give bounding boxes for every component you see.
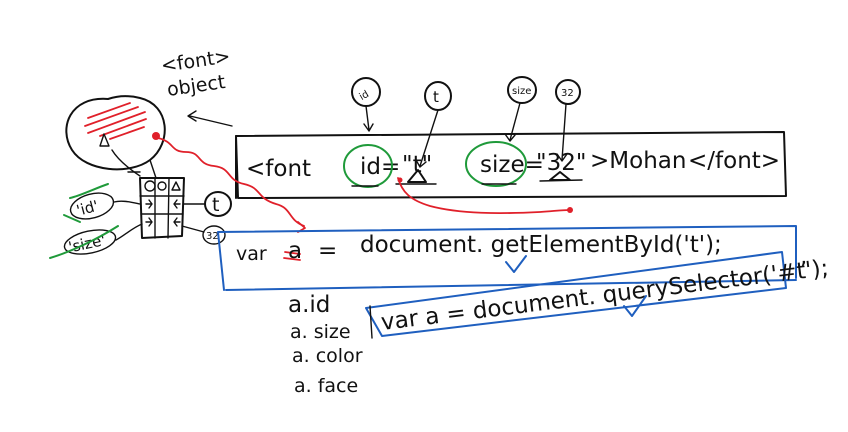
html-markup-box: <font id= "t" size= "32" >Mohan </font> (235, 131, 787, 199)
get-element-by-id-expression: document. getElementById('t'); (360, 232, 722, 258)
query-selector-expression: var a = document. querySelector('#t'); (380, 255, 830, 336)
red-link-id-to-code (397, 177, 571, 214)
size-attribute: size= (480, 152, 544, 178)
pointer-triangle-icon (99, 133, 110, 147)
code-line-query-selector: var a = document. querySelector('#t'); , (365, 244, 830, 339)
red-link-object-to-var (157, 137, 305, 227)
svg-text:t: t (433, 88, 439, 106)
balloon-id: id (351, 77, 381, 132)
check-mark-icon-2 (623, 295, 647, 317)
svg-text:32: 32 (206, 231, 219, 242)
svg-text:'id': 'id' (74, 197, 100, 220)
id-value: "t" (402, 152, 432, 178)
balloon-32: 32 (555, 79, 581, 162)
size-value: "32" (536, 150, 586, 176)
code-line-get-element-by-id: var a = document. getElementById('t'); (217, 225, 797, 291)
check-mark-icon (505, 255, 527, 273)
prop-item: a.id (288, 292, 330, 318)
var-name: a (288, 238, 302, 264)
balloon-size: size (504, 76, 537, 142)
red-hatch (84, 102, 147, 140)
object-word-label: object (166, 71, 227, 101)
left-tag-t: t (183, 191, 232, 217)
object-label: <font> object (160, 45, 232, 100)
prop-item: a. color (292, 345, 363, 367)
svg-text:id: id (358, 89, 371, 103)
font-open-tag: <font (246, 156, 311, 182)
svg-text:t: t (212, 194, 219, 216)
trailing-comma: , (800, 244, 807, 270)
left-tag-32: 32 (181, 225, 226, 245)
properties-list: a.id a. size a. color a. face (288, 292, 363, 397)
markup-to-object-arrow-icon (187, 110, 233, 127)
prop-item: a. size (290, 321, 351, 343)
id-attr-highlight (343, 144, 393, 188)
font-content: >Mohan (590, 148, 686, 174)
var-keyword: var (236, 243, 267, 265)
left-tag-id: 'id' (63, 183, 141, 223)
assign-operator: = (318, 238, 337, 264)
svg-text:32: 32 (561, 88, 574, 99)
balloon-t: t (415, 81, 452, 168)
svg-text:size: size (512, 86, 531, 97)
font-close-tag: </font> (688, 148, 780, 174)
id-value-triangle-icon (407, 169, 427, 183)
id-attribute: id= (360, 154, 400, 180)
left-tag-size: 'size' (49, 223, 143, 259)
prop-item: a. face (294, 375, 358, 397)
attribute-table (139, 177, 185, 239)
size-attr-highlight (465, 141, 527, 187)
